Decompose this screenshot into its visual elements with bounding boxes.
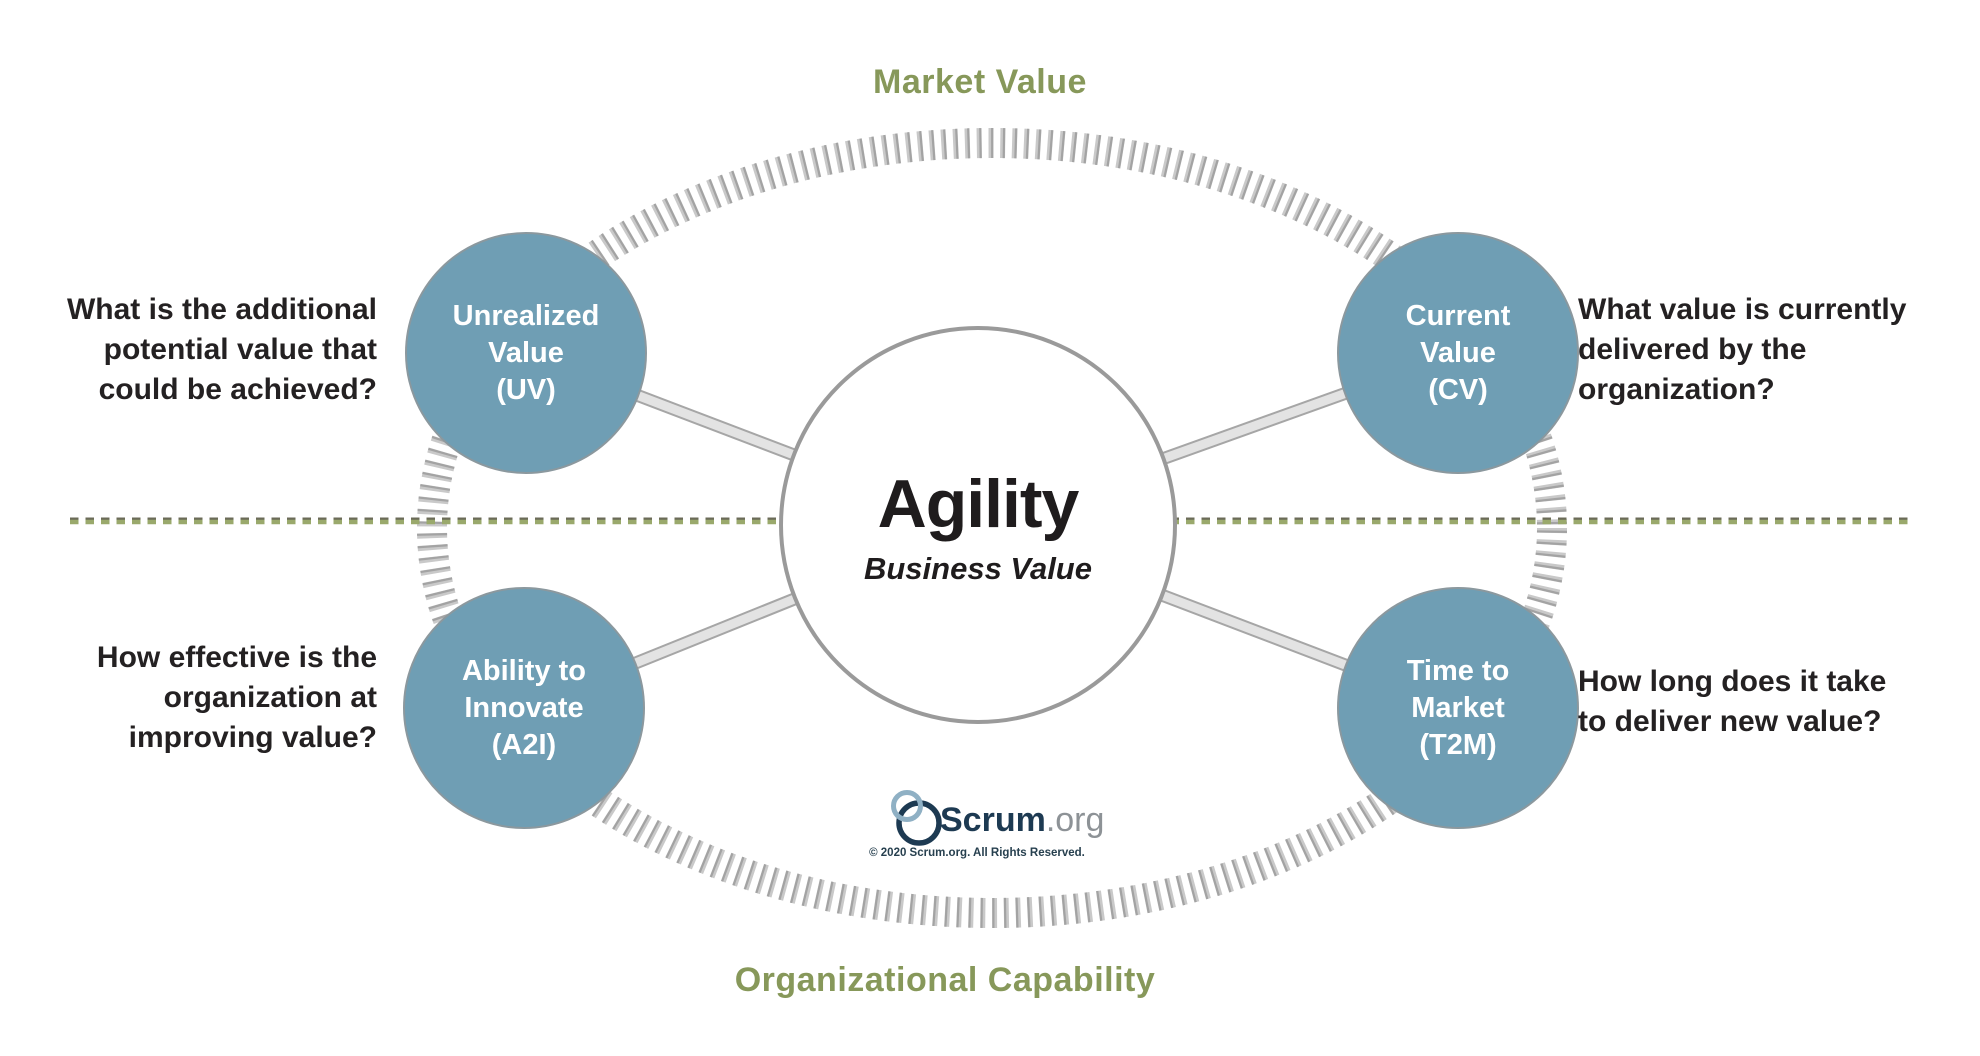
area-label-line: Innovate <box>464 692 584 724</box>
question-line: improving value? <box>128 721 377 754</box>
question-line: delivered by the <box>1578 333 1807 366</box>
area-label-line: (CV) <box>1428 374 1488 406</box>
area-label-line: Ability to <box>461 655 587 687</box>
question-cv: What value is currently delivered by the… <box>1578 290 1978 410</box>
organizational-capability-label: Organizational Capability <box>734 961 1156 999</box>
question-line: to deliver new value? <box>1578 705 1882 738</box>
area-label-line: Market <box>1411 692 1505 724</box>
scrum-wordmark-brand: Scrum <box>940 801 1046 839</box>
tick-ring <box>417 128 1567 928</box>
question-line: What is the additional <box>66 293 377 326</box>
question-t2m: How long does it take to deliver new val… <box>1578 662 1978 742</box>
question-a2i: How effective is the organization at imp… <box>40 638 377 758</box>
question-line: potential value that <box>103 333 377 366</box>
question-line: organization at <box>163 681 377 714</box>
market-value-label: Market Value <box>873 63 1087 101</box>
scrum-logo-icon <box>891 790 942 846</box>
question-line: How long does it take <box>1578 665 1887 698</box>
scrum-wordmark-suffix: .org <box>1045 801 1105 839</box>
question-line: What value is currently <box>1578 293 1907 326</box>
question-line: organization? <box>1578 373 1775 406</box>
area-circle-uv <box>405 232 647 474</box>
area-label-t2m: Time to Market (T2M) <box>1338 653 1578 764</box>
question-line: could be achieved? <box>98 373 377 406</box>
area-label-line: (UV) <box>496 374 556 406</box>
area-circle-a2i <box>403 587 645 829</box>
question-uv: What is the additional potential value t… <box>40 290 377 410</box>
business-value-subtitle: Business Value <box>863 551 1092 586</box>
area-label-line: Value <box>488 337 564 369</box>
area-label-line: Value <box>1420 337 1496 369</box>
area-label-line: Time to <box>1406 655 1510 687</box>
area-circle-cv <box>1337 232 1579 474</box>
copyright-text: © 2020 Scrum.org. All Rights Reserved. <box>869 847 1085 859</box>
area-circle-t2m <box>1337 587 1579 829</box>
tick-ring-shadow <box>417 128 1567 928</box>
area-label-uv: Unrealized Value (UV) <box>406 298 646 409</box>
scrum-wordmark: Scrum.org <box>940 802 1104 838</box>
center-circle <box>779 326 1177 724</box>
area-label-line: Current <box>1405 300 1511 332</box>
area-label-line: (A2I) <box>491 729 557 761</box>
question-line: How effective is the <box>96 641 377 674</box>
area-label-line: Unrealized <box>452 300 600 332</box>
area-label-line: (T2M) <box>1419 729 1497 761</box>
agility-title: Agility <box>877 466 1080 542</box>
area-label-a2i: Ability to Innovate (A2I) <box>404 653 644 764</box>
area-label-cv: Current Value (CV) <box>1338 298 1578 409</box>
